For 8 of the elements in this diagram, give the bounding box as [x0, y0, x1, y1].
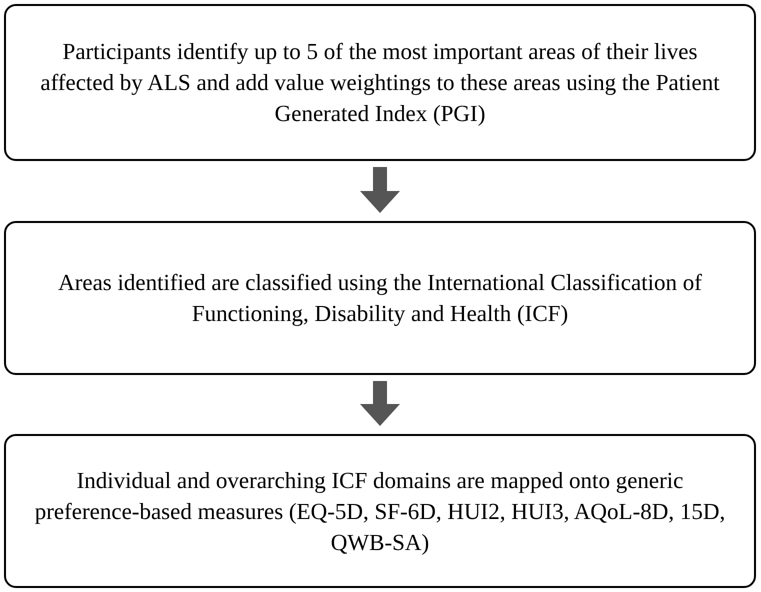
step-text: Areas identified are classified using the International Classification of Functioning, Disability and Health (ICF)	[57, 269, 703, 328]
arrow	[360, 167, 400, 213]
step-text: Individual and overarching ICF domains are mapped onto generic preference-based measures (EQ-5D, SF-6D, HUI2, HUI3, AQoL-8D, 15D, QWB-SA)	[34, 466, 726, 557]
process-box	[4, 434, 756, 588]
process-box	[4, 4, 756, 161]
process-box	[4, 221, 756, 375]
step-text: Participants identify up to 5 of the most important areas of their lives affected by ALS and add value weightings to these areas using the Patient Generated Index (PGI)	[39, 38, 721, 128]
arrow	[360, 381, 400, 426]
